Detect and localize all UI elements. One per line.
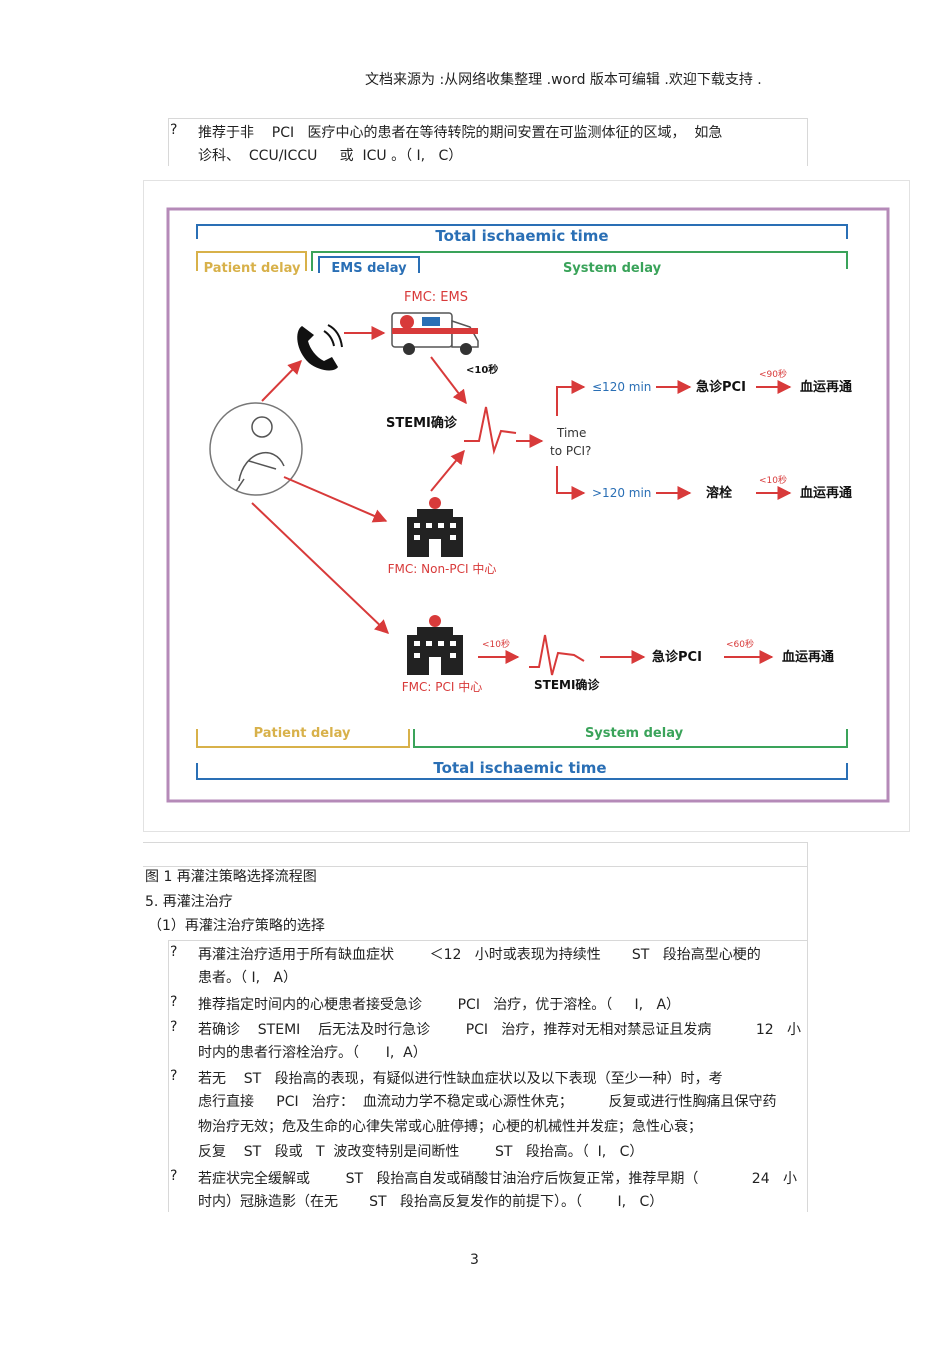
intro-bullet-line-1: 推荐于非 PCI 医疗中心的患者在等待转院的期间安置在可监测体征的区域， 如急 xyxy=(198,125,723,141)
non-pci-hospital-icon xyxy=(407,497,463,557)
caption-top-rule xyxy=(143,842,807,843)
arrow-patient-to-phone xyxy=(261,359,302,402)
fmc-nonpci-label: FMC: Non-PCI 中心 xyxy=(388,561,497,576)
pci-hospital-icon xyxy=(407,615,463,675)
ecg-trace-1 xyxy=(464,406,517,455)
bullet-4-line-1: 若无 ST 段抬高的表现，有疑似进行性缺血症状以及以下表现（至少一种）时，考 xyxy=(198,1071,723,1087)
bullet-mark: ? xyxy=(170,1068,178,1084)
lysis-label: 溶栓 xyxy=(706,485,732,501)
bullet-4-line-2: 虑行直接 PCI 治疗： 血流动力学不稳定或心源性休克； 反复或进行性胸痛且保守… xyxy=(198,1094,777,1110)
bullets-top-rule xyxy=(168,940,807,941)
intro-box-left-rule xyxy=(168,118,169,166)
decision-fork-lines xyxy=(556,386,584,494)
intro-box-right-rule xyxy=(807,118,808,166)
time-60: <60秒 xyxy=(726,638,754,650)
intro-bullet-line-2: 诊科、 CCU/ICCU 或 ICU 。（ I, C） xyxy=(198,148,463,164)
section-heading: 5. 再灌注治疗 xyxy=(145,894,233,910)
bullet-1-line-1: 再灌注治疗适用于所有缺血症状 ＜12 小时或表现为持续性 ST 段抬高型心梗的 xyxy=(198,947,761,963)
bullet-mark: ? xyxy=(170,994,178,1010)
patient-delay-bottom-label: Patient delay xyxy=(254,726,351,741)
arrow-ems-to-stemi xyxy=(430,356,467,405)
ambulance-icon xyxy=(391,312,479,355)
bullet-2-line-1: 推荐指定时间内的心梗患者接受急诊 PCI 治疗，优于溶栓。（ I, A） xyxy=(198,997,681,1013)
bullet-3-line-1: 若确诊 STEMI 后无法及时行急诊 PCI 治疗，推荐对无相对禁忌证且发病 1… xyxy=(198,1022,802,1038)
time-to-pci-q1: Time xyxy=(556,426,586,440)
stemi-diagnosis-2: STEMI确诊 xyxy=(534,677,600,692)
total-time-top-bracket xyxy=(196,224,848,239)
figure-frame xyxy=(166,207,890,803)
bullet-5-line-1: 若症状完全缓解或 ST 段抬高自发或硝酸甘油治疗后恢复正常，推荐早期（ 24 小 xyxy=(198,1171,797,1187)
system-delay-top-bracket xyxy=(311,251,848,271)
reperfusion-label-3: 血运再通 xyxy=(782,649,834,665)
reperfusion-label-2: 血运再通 xyxy=(800,485,852,501)
arrow-patient-to-pci xyxy=(251,502,390,634)
arrow-nonpci-to-ecg xyxy=(430,449,465,492)
bullet-4-line-4: 反复 ST 段或 T 波改变特别是间断性 ST 段抬高。（ I, C） xyxy=(198,1144,644,1160)
reperfusion-label-1: 血运再通 xyxy=(800,379,852,395)
patient-delay-top-bracket xyxy=(196,251,307,271)
bullet-1-line-2: 患者。（ I, A） xyxy=(198,970,297,986)
urgent-pci-label-1: 急诊PCI xyxy=(696,379,746,395)
phone-icon xyxy=(297,324,343,371)
ems-stemi-time: <10秒 xyxy=(466,363,498,376)
intro-box-top-rule xyxy=(168,118,808,119)
bullet-mark: ? xyxy=(170,1019,178,1035)
urgent-pci-label-2: 急诊PCI xyxy=(652,649,702,665)
fmc-pci-label: FMC: PCI 中心 xyxy=(402,679,482,694)
bullet-mark: ? xyxy=(170,944,178,960)
total-time-bottom-label: Total ischaemic time xyxy=(433,759,606,777)
branch-fast-label: ≤120 min xyxy=(592,380,651,394)
bullets-left-rule xyxy=(168,940,169,1212)
ems-delay-label: EMS delay xyxy=(331,261,407,276)
system-delay-bottom-label: System delay xyxy=(585,726,684,741)
stemi-diagnosis-1: STEMI确诊 xyxy=(386,415,458,431)
figure-container: Total ischaemic time Patient delay Syste… xyxy=(143,180,910,832)
time-90: <90秒 xyxy=(759,368,787,380)
arrow-patient-to-nonpci xyxy=(283,476,388,523)
caption-rule-2 xyxy=(143,866,807,867)
bullet-4-line-3: 物治疗无效；危及生命的心律失常或心脏停搏；心梗的机械性并发症；急性心衰； xyxy=(198,1119,702,1135)
total-time-bottom-bracket xyxy=(196,763,848,780)
section-right-rule xyxy=(807,842,808,1212)
patient-delay-top-label: Patient delay xyxy=(204,261,301,276)
patient-figure-icon xyxy=(209,402,303,496)
reperfusion-flowchart: Total ischaemic time Patient delay Syste… xyxy=(166,207,890,803)
system-delay-bottom-bracket xyxy=(413,729,848,748)
subsection-heading: （1）再灌注治疗策略的选择 xyxy=(148,918,325,934)
bullet-mark: ? xyxy=(170,1168,178,1184)
branch-slow-label: >120 min xyxy=(592,486,651,500)
system-delay-top-label: System delay xyxy=(563,261,662,276)
bullet-5-line-2: 时内）冠脉造影（在无 ST 段抬高反复发作的前提下）。（ I, C） xyxy=(198,1194,664,1210)
ems-delay-bracket xyxy=(318,256,420,273)
time-10-lysis: <10秒 xyxy=(759,474,787,486)
total-time-top-label: Total ischaemic time xyxy=(435,227,608,245)
intro-bullet-mark: ? xyxy=(170,122,178,138)
bullet-3-line-2: 时内的患者行溶栓治疗。（ I, A） xyxy=(198,1045,427,1061)
figure-caption: 图 1 再灌注策略选择流程图 xyxy=(145,869,317,885)
patient-delay-bottom-bracket xyxy=(196,729,410,748)
source-header: 文档来源为 :从网络收集整理 .word 版本可编辑 .欢迎下载支持 . xyxy=(365,72,762,88)
ecg-trace-2 xyxy=(529,634,585,676)
time-to-pci-q2: to PCI? xyxy=(550,444,591,458)
page-number: 3 xyxy=(470,1252,479,1268)
time-10-pci: <10秒 xyxy=(482,638,510,650)
fmc-ems-label: FMC: EMS xyxy=(404,290,468,305)
